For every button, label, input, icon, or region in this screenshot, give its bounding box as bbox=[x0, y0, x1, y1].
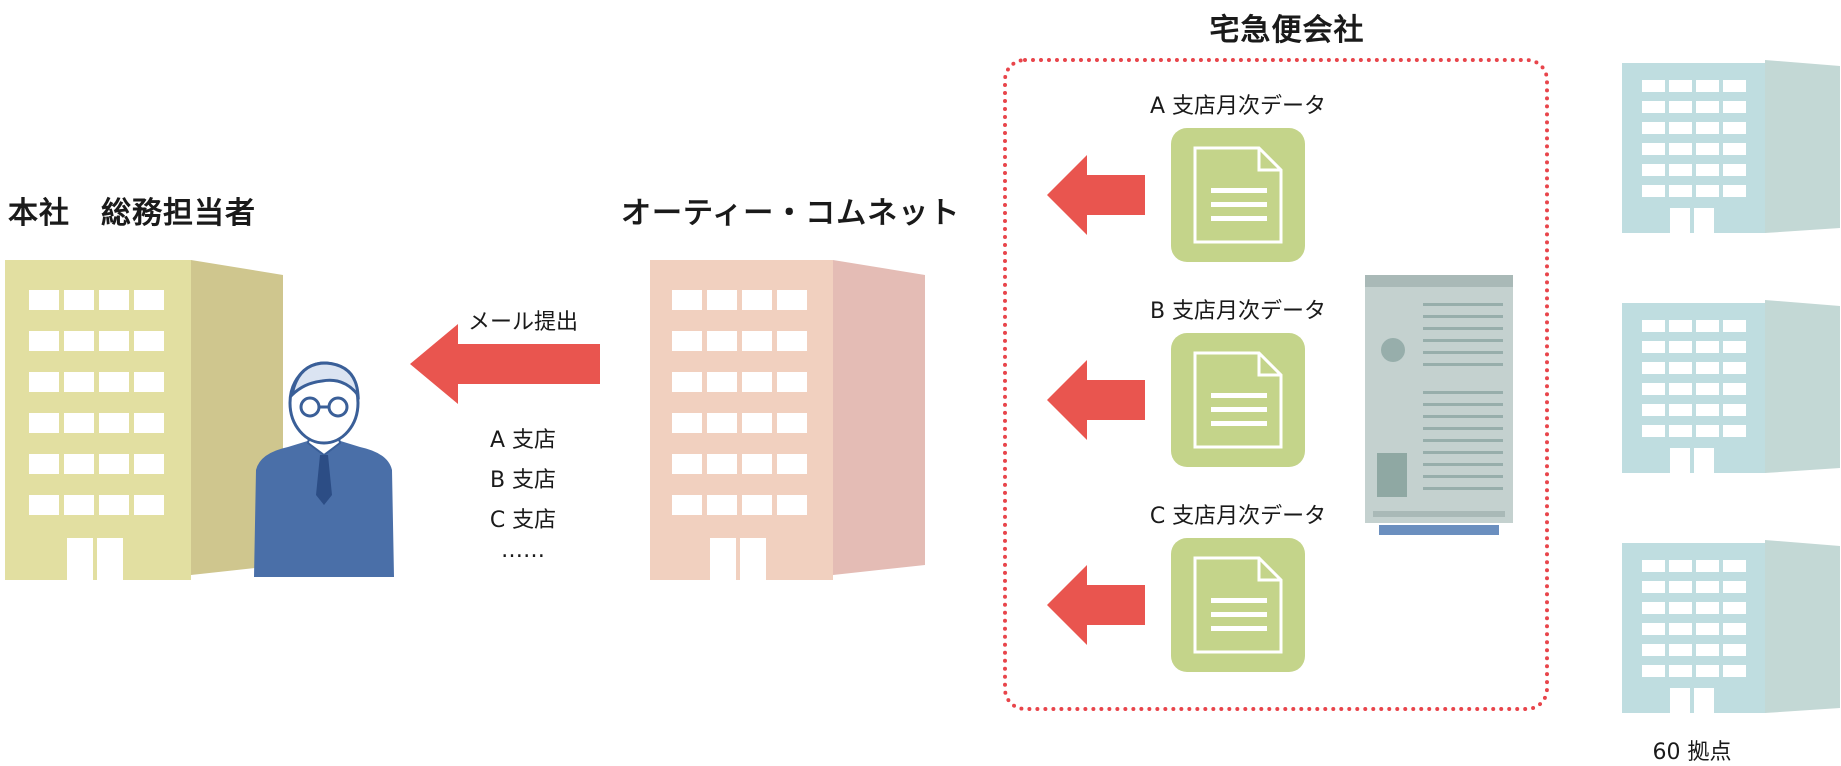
courier-title: 宅急便会社 bbox=[1209, 13, 1365, 48]
branch-building-icon bbox=[1622, 60, 1840, 233]
branch-list-item: A 支店 bbox=[489, 428, 557, 453]
document-icon bbox=[1171, 333, 1305, 467]
person-icon bbox=[254, 361, 394, 577]
arrow-left-icon bbox=[1047, 155, 1145, 235]
provider-title: オーティー・コムネット bbox=[621, 196, 961, 231]
locations-label: 60 拠点 bbox=[1652, 740, 1732, 765]
branch-building-icon bbox=[1622, 300, 1840, 473]
document-icon bbox=[1171, 128, 1305, 262]
branch-list-item: C 支店 bbox=[489, 508, 557, 533]
data-file-label: A 支店月次データ bbox=[1149, 94, 1327, 119]
branch-list-item: B 支店 bbox=[489, 468, 557, 493]
courier-region bbox=[1003, 58, 1549, 711]
document-icon bbox=[1171, 538, 1305, 672]
server-icon bbox=[1365, 275, 1513, 535]
arrow-left-icon bbox=[410, 324, 600, 404]
hq-building-icon bbox=[5, 260, 283, 580]
email-submission-label: メール提出 bbox=[467, 310, 579, 335]
headquarters-title: 本社 総務担当者 bbox=[8, 196, 256, 231]
arrow-left-icon bbox=[1047, 360, 1145, 440]
branch-building-icon bbox=[1622, 540, 1840, 713]
data-file-label: C 支店月次データ bbox=[1149, 504, 1327, 529]
data-file-label: B 支店月次データ bbox=[1149, 299, 1327, 324]
arrow-left-icon bbox=[1047, 565, 1145, 645]
provider-building-icon bbox=[650, 260, 925, 580]
branch-list-ellipsis: …… bbox=[501, 538, 545, 563]
